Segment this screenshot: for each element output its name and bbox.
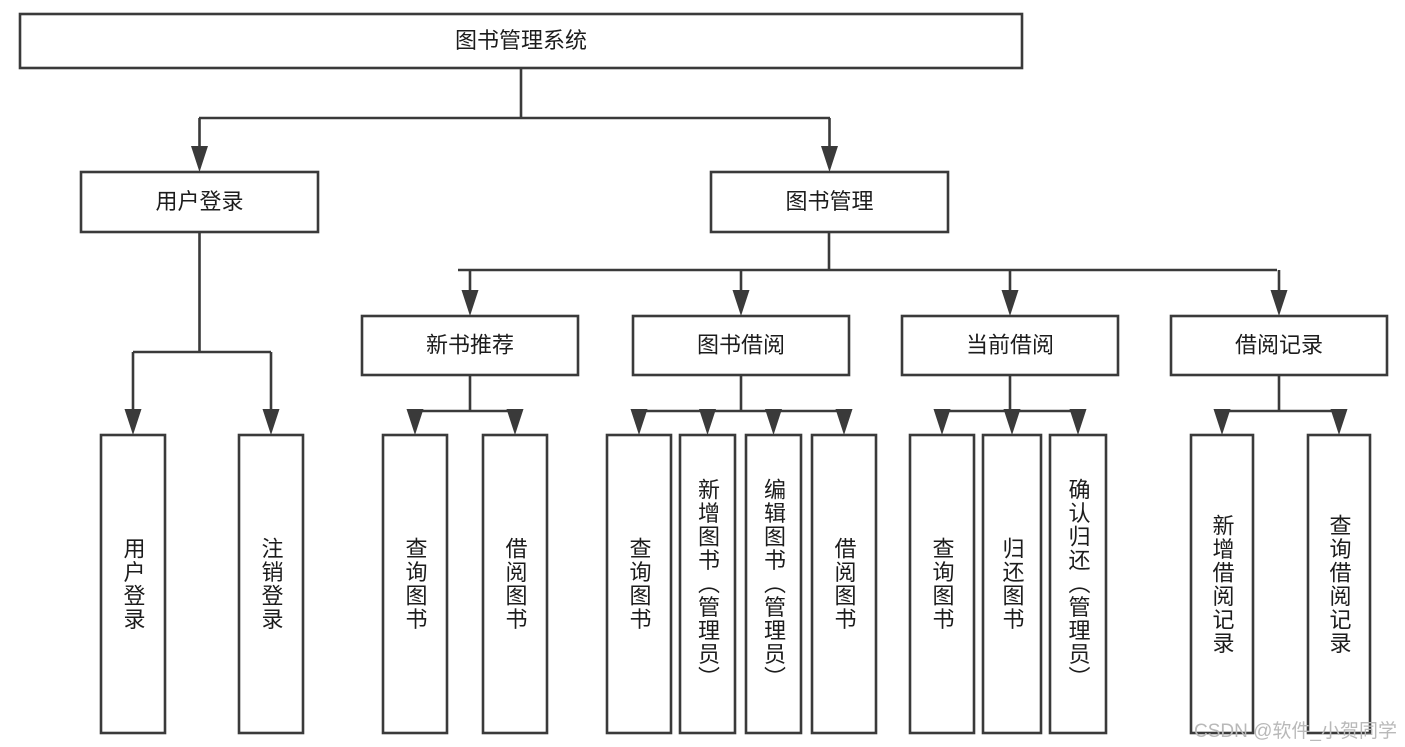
watermark-text: CSDN @软件_小贺同学 xyxy=(1194,721,1397,742)
arrow-leaf-edit-book-admin xyxy=(765,409,782,435)
arrow-leaf-add-book-admin xyxy=(699,409,716,435)
arrow-book-borrow xyxy=(732,290,750,316)
arrow-leaf-query-borrow-record xyxy=(1330,409,1348,435)
arrow-leaf-query-book-current xyxy=(933,409,951,435)
arrow-book-management xyxy=(821,146,838,172)
book-borrow-label: 图书借阅 xyxy=(697,332,785,357)
book-management-label: 图书管理 xyxy=(785,189,873,214)
leaf-borrow-book-borrow-box[interactable] xyxy=(810,433,878,735)
new-book-recommend-label: 新书推荐 xyxy=(426,332,514,357)
leaf-return-book-box[interactable] xyxy=(981,433,1043,735)
arrow-leaf-query-book-recommend xyxy=(406,409,424,435)
arrow-borrow-record xyxy=(1270,290,1288,316)
arrow-leaf-borrow-book-borrow xyxy=(835,409,853,435)
arrow-leaf-borrow-book-recommend xyxy=(506,409,524,435)
book-management-box[interactable] xyxy=(709,170,950,234)
leaf-query-book-recommend-box[interactable] xyxy=(381,433,449,735)
arrow-leaf-logout-login xyxy=(262,409,280,435)
connector-layer xyxy=(124,68,1348,435)
leaf-add-borrow-record-box[interactable] xyxy=(1189,433,1255,735)
user-login-box[interactable] xyxy=(79,170,320,234)
leaf-add-book-admin-box[interactable] xyxy=(678,433,737,735)
leaf-logout-login-box[interactable] xyxy=(237,433,305,735)
arrow-current-borrow xyxy=(1001,290,1019,316)
arrow-leaf-confirm-return-admin xyxy=(1069,409,1087,435)
leaf-query-borrow-record-box[interactable] xyxy=(1306,433,1372,735)
arrow-leaf-user-login xyxy=(124,409,142,435)
node-layer xyxy=(18,12,1389,735)
borrow-record-box[interactable] xyxy=(1169,314,1389,377)
new-book-recommend-box[interactable] xyxy=(360,314,580,377)
current-borrow-box[interactable] xyxy=(900,314,1120,377)
leaf-borrow-book-recommend-box[interactable] xyxy=(481,433,549,735)
leaf-confirm-return-admin-box[interactable] xyxy=(1048,433,1108,735)
arrow-leaf-query-book-borrow xyxy=(630,409,648,435)
leaf-query-book-borrow-box[interactable] xyxy=(605,433,673,735)
borrow-record-label: 借阅记录 xyxy=(1235,332,1323,357)
current-borrow-label: 当前借阅 xyxy=(966,332,1054,357)
root-node-box[interactable] xyxy=(18,12,1024,70)
root-node-label: 图书管理系统 xyxy=(455,28,587,53)
book-borrow-box[interactable] xyxy=(631,314,851,377)
leaf-user-login-box[interactable] xyxy=(99,433,167,735)
arrow-new-book-recommend xyxy=(461,290,479,316)
arrow-leaf-add-borrow-record xyxy=(1213,409,1231,435)
user-login-label: 用户登录 xyxy=(155,189,243,214)
leaf-edit-book-admin-box[interactable] xyxy=(744,433,803,735)
arrow-user-login xyxy=(191,146,208,172)
leaf-query-book-current-box[interactable] xyxy=(908,433,976,735)
arrow-leaf-return-book xyxy=(1003,409,1021,435)
